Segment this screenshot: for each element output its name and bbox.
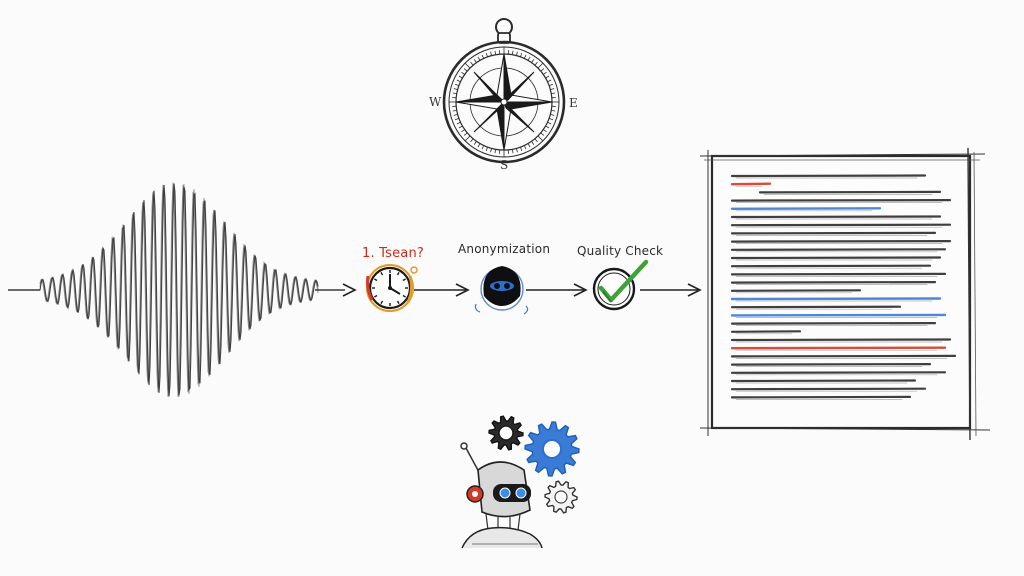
arrow-to-quality-check (526, 283, 588, 297)
arrow-to-clock (342, 283, 357, 297)
checkmark-icon (592, 259, 649, 311)
step-label-clock: 1. Tsean? (362, 246, 425, 261)
step-label-anonymization: Anonymization (458, 242, 551, 256)
gear-icon (544, 480, 578, 514)
arrow-to-anonymization (414, 283, 470, 297)
gear-icon (524, 421, 580, 477)
audio-waveform-icon (8, 182, 345, 397)
robot-with-gears-icon (460, 415, 580, 549)
compass-icon (442, 18, 566, 164)
compass-west-label: W (429, 95, 442, 109)
compass-east-label: E (569, 96, 578, 110)
arrow-to-transcript (640, 283, 702, 297)
clock-icon (366, 264, 418, 312)
step-label-quality-check: Quality Check (577, 244, 664, 258)
transcript-document-icon (699, 147, 991, 441)
gear-icon (488, 415, 524, 451)
masked-face-icon (474, 266, 529, 315)
compass-south-label: S (500, 158, 509, 172)
